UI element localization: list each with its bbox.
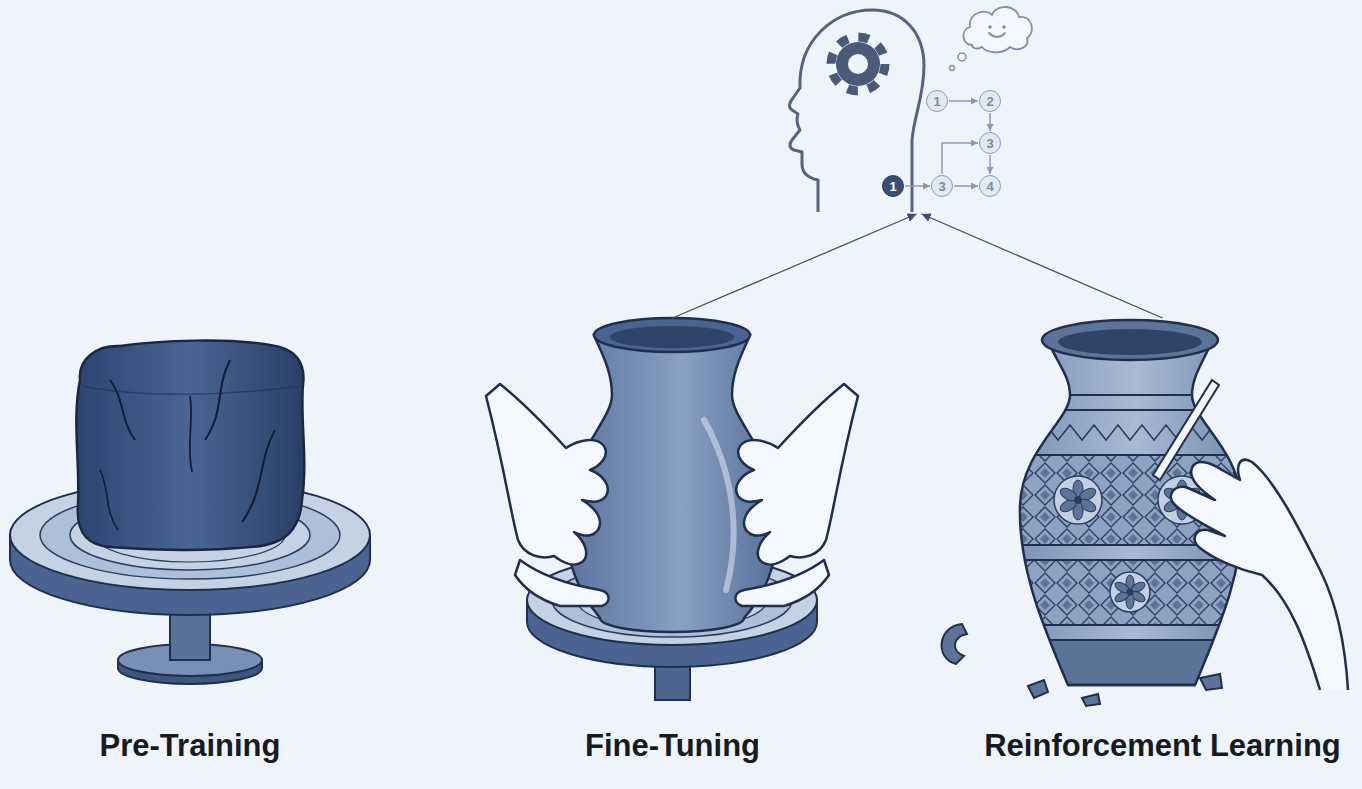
head-icon-part: [958, 53, 966, 61]
clay-on-wheel: [10, 341, 370, 684]
step-arrow: [954, 185, 978, 187]
head-icon-part: [836, 42, 880, 86]
decorated-vase-part-part-part: [1010, 409, 1260, 411]
head-icon-part: [1002, 25, 1006, 29]
decorated-vase-part-part: [1200, 674, 1222, 690]
shaped-vase-part-part: [515, 560, 609, 606]
clay-on-wheel-part: [76, 341, 304, 550]
shaped-vase-part: [704, 420, 734, 590]
stage-panel: Fine-Tuning: [490, 318, 855, 770]
head-icon-part: [831, 37, 885, 91]
decorated-vase-part-part-part: [1127, 589, 1134, 596]
decorated-vase-part: [1058, 329, 1202, 355]
decorated-vase-part-part-part: [1010, 454, 1260, 456]
step-circle: 2: [979, 90, 1001, 112]
head-icon-part: [950, 66, 955, 71]
shaped-vase-part: [610, 326, 734, 348]
step-circle: 3: [979, 132, 1001, 154]
stage-panel: Pre-Training: [10, 330, 370, 770]
step-arrow: [949, 100, 978, 102]
clay-on-wheel-part: [242, 430, 275, 522]
stage-label: Reinforcement Learning: [984, 727, 1341, 764]
decorated-vase-part: [1171, 460, 1348, 690]
head-icon-part: [988, 25, 992, 29]
decorated-vase-part-part-part: [1010, 394, 1260, 396]
decorated-vase: [942, 320, 1348, 706]
head-icon-part: [963, 7, 1031, 52]
step-circle: 4: [979, 175, 1001, 197]
decorated-vase-part-part: [1054, 476, 1102, 524]
step-number: 3: [986, 137, 993, 150]
head-icon-part: [989, 33, 1005, 37]
head-icon-part: [848, 54, 868, 74]
decorated-vase-part: [1068, 684, 1195, 687]
step-number: 4: [986, 180, 993, 193]
step-arrow: [989, 113, 991, 131]
flow-arrow: [922, 214, 1163, 318]
decorated-vase-part: [1042, 320, 1218, 360]
decorated-vase-part-part-part: [1074, 496, 1082, 504]
stage-label: Fine-Tuning: [585, 727, 760, 764]
clay-on-wheel-part: [190, 396, 192, 472]
step-circle: 1: [882, 175, 904, 197]
head-icon: 1 2 3 1 3 4: [780, 4, 1040, 214]
step-arrow: [989, 155, 991, 174]
step-number: 3: [938, 180, 945, 193]
shaped-vase-part-part: [735, 384, 858, 606]
head-icon-part: [789, 10, 924, 212]
decorated-vase-part-part-part: [1010, 624, 1260, 626]
step-number: 1: [889, 180, 896, 193]
step-number: 1: [933, 95, 940, 108]
clay-on-wheel-part: [205, 360, 230, 440]
decorated-vase-part-part-part: [1010, 639, 1260, 641]
shaped-vase-part: [594, 318, 750, 352]
step-arrow: [942, 143, 978, 174]
flow-arrow: [673, 214, 917, 318]
stage-label: Pre-Training: [100, 727, 281, 764]
step-circle: 3: [931, 175, 953, 197]
shaped-vase-part-part-part: [736, 384, 858, 564]
decorated-vase-part-part: [1010, 640, 1260, 690]
decorated-vase-part-part-part: [1110, 572, 1150, 612]
stage-panel: Reinforcement Learning: [972, 318, 1353, 770]
decorated-vase-part: [942, 624, 1222, 706]
step-circle: 1: [926, 90, 948, 112]
decorated-vase-part-part-part: [1054, 476, 1102, 524]
decorated-vase-part-part: [942, 624, 967, 664]
decorated-vase-part-part: [1028, 680, 1048, 698]
decorated-vase-part-part: [1082, 694, 1100, 706]
shaped-vase: [486, 318, 858, 700]
decorated-vase-part-part-part: [1113, 575, 1146, 609]
shaped-vase-part-part-part: [735, 560, 829, 606]
shaped-vase-part-part: [486, 384, 608, 564]
shaped-vase-part: [486, 384, 858, 606]
clay-on-wheel-part: [100, 470, 118, 530]
step-arrow: [905, 185, 930, 187]
decorated-vase-part-part: [1110, 572, 1150, 612]
clay-on-wheel-part: [110, 380, 135, 440]
decorated-vase-part-part-part: [1058, 480, 1098, 520]
step-number: 2: [986, 95, 993, 108]
head-icon: [789, 7, 1031, 212]
